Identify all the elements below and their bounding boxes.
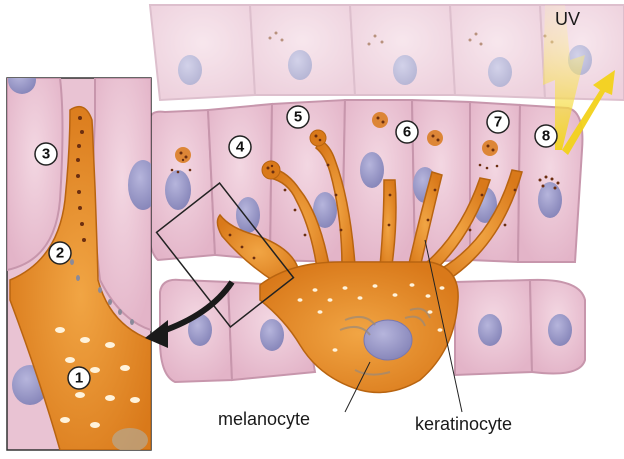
inset-magnified-view (7, 66, 158, 452)
keratinocyte-label: keratinocyte (415, 414, 512, 434)
step-marker-8: 8 (535, 125, 557, 147)
svg-text:3: 3 (42, 146, 50, 163)
svg-text:5: 5 (294, 109, 302, 126)
step-marker-2: 2 (49, 242, 71, 264)
svg-text:7: 7 (494, 114, 502, 131)
svg-text:1: 1 (75, 370, 83, 387)
step-marker-3: 3 (35, 143, 57, 165)
step-marker-1: 1 (68, 367, 90, 389)
svg-text:4: 4 (236, 139, 245, 156)
step-marker-7: 7 (487, 111, 509, 133)
melanocyte-label: melanocyte (218, 409, 310, 429)
step-marker-5: 5 (287, 106, 309, 128)
svg-text:8: 8 (542, 128, 550, 145)
uv-label: UV (555, 9, 580, 29)
step-marker-6: 6 (396, 121, 418, 143)
svg-text:2: 2 (56, 245, 64, 262)
svg-text:6: 6 (403, 124, 411, 141)
step-marker-4: 4 (229, 136, 251, 158)
